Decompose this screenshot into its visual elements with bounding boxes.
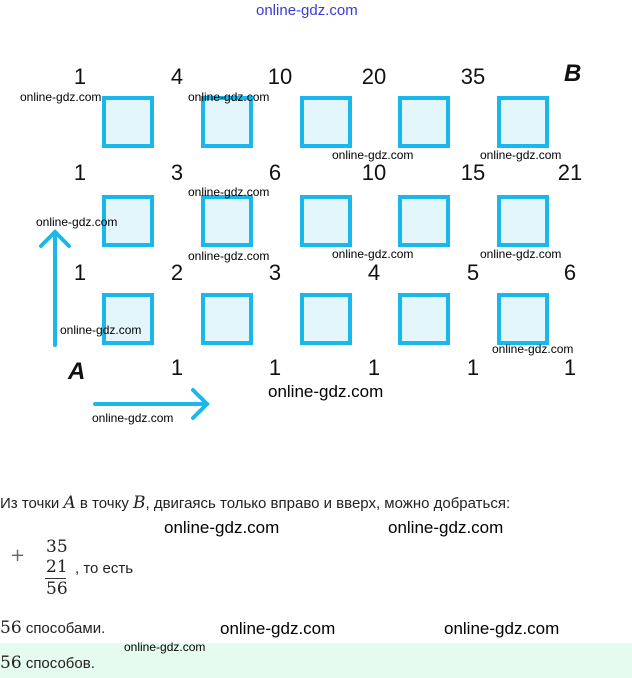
grid-square (497, 195, 549, 247)
watermark: online-gdz.com (188, 90, 270, 104)
watermark: online-gdz.com (480, 148, 562, 162)
grid-square (300, 96, 352, 148)
node-count: 1 (563, 355, 577, 380)
node-count: 21 (557, 160, 583, 185)
plus-sign: + (10, 545, 26, 566)
node-count: 1 (73, 160, 87, 185)
watermark: online-gdz.com (492, 342, 574, 356)
grid-square (398, 96, 450, 148)
watermark: online-gdz.com (444, 619, 560, 638)
grid-square (201, 96, 253, 148)
result-text: способами. (25, 620, 106, 637)
watermark: online-gdz.com (92, 411, 174, 425)
intro-point-b: B (133, 493, 146, 513)
node-count: 20 (361, 64, 387, 89)
answer-text: 56 способов. (0, 655, 95, 672)
watermark: online-gdz.com (60, 323, 142, 337)
result-number: 56 (0, 618, 22, 638)
node-count: 2 (170, 260, 184, 285)
site-header-watermark: online-gdz.com (256, 2, 358, 19)
that-is-text: , то есть (75, 560, 134, 577)
grid-square (398, 195, 450, 247)
grid-square (398, 293, 450, 345)
grid-square (102, 293, 154, 345)
intro-prefix: Из точки (0, 495, 60, 512)
watermark: online-gdz.com (188, 185, 270, 199)
node-count: 1 (73, 64, 87, 89)
watermark: online-gdz.com (268, 382, 384, 401)
node-count: 4 (170, 64, 184, 89)
answer-number: 56 (0, 653, 22, 673)
addend-2: 21 (46, 557, 68, 577)
node-count: 1 (268, 355, 282, 380)
point-b-label: B (564, 60, 582, 87)
intro-point-a: A (63, 493, 76, 513)
addend-1: 35 (46, 537, 68, 557)
node-count: 3 (268, 260, 282, 285)
grid-square (201, 195, 253, 247)
point-a-label: A (68, 358, 86, 385)
grid-square (102, 195, 154, 247)
solution-intro: Из точки A в точку B, двигаясь только вп… (0, 495, 510, 512)
intro-suffix: , двигаясь только вправо и вверх, можно … (145, 495, 511, 512)
node-count: 15 (460, 160, 486, 185)
up-arrow-icon (39, 229, 71, 347)
node-count: 1 (367, 355, 381, 380)
grid-square (497, 293, 549, 345)
grid-square (300, 293, 352, 345)
answer-label: способов. (25, 655, 95, 672)
intro-mid: в точку (79, 495, 129, 512)
node-count: 1 (466, 355, 480, 380)
watermark: online-gdz.com (124, 640, 206, 654)
node-count: 6 (563, 260, 577, 285)
watermark: online-gdz.com (332, 148, 414, 162)
node-count: 3 (170, 160, 184, 185)
node-count: 10 (267, 64, 293, 89)
solution-result: 56 способами. (0, 620, 105, 637)
watermark: online-gdz.com (36, 215, 118, 229)
grid-square (300, 195, 352, 247)
node-count: 1 (73, 260, 87, 285)
watermark: online-gdz.com (220, 619, 336, 638)
direction-arrows (39, 229, 210, 420)
watermark: online-gdz.com (188, 249, 270, 263)
watermark: online-gdz.com (164, 518, 280, 537)
node-count: 10 (361, 160, 387, 185)
sum-line (45, 578, 66, 579)
sum-value: 56 (46, 579, 68, 599)
node-count: 5 (466, 260, 480, 285)
grid-square (497, 96, 549, 148)
node-count: 1 (170, 355, 184, 380)
grid-square (102, 96, 154, 148)
node-count: 6 (268, 160, 282, 185)
watermark: online-gdz.com (388, 518, 504, 537)
right-arrow-icon (93, 388, 210, 420)
watermark: online-gdz.com (480, 247, 562, 261)
watermark: online-gdz.com (20, 90, 102, 104)
grid-square (201, 293, 253, 345)
node-count: 4 (367, 260, 381, 285)
answer-box: 56 способов. (0, 643, 632, 678)
watermark: online-gdz.com (332, 247, 414, 261)
node-count: 35 (460, 64, 486, 89)
